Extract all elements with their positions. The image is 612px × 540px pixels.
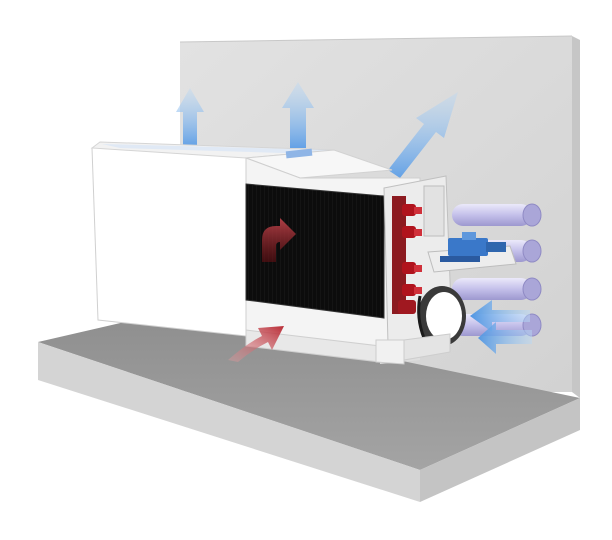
header-connector-1 bbox=[402, 204, 422, 216]
floor-slab bbox=[38, 312, 580, 502]
inlet-arrow-lower bbox=[478, 322, 532, 354]
header-connector-2 bbox=[402, 226, 422, 238]
outlet-arrow-left bbox=[176, 88, 204, 146]
outlet-arrow-right bbox=[388, 92, 458, 178]
pipe-1 bbox=[452, 203, 542, 227]
control-valve bbox=[427, 232, 517, 273]
fan-inlet-ring bbox=[417, 286, 466, 346]
warm-air-arrow-inlet bbox=[228, 326, 284, 362]
unit-base bbox=[375, 333, 451, 365]
warm-air-arrow-coil bbox=[262, 218, 296, 262]
pipe-3 bbox=[452, 277, 542, 301]
outlet-arrow-middle bbox=[282, 82, 314, 148]
header-connector-4 bbox=[402, 284, 422, 296]
header-connector-3 bbox=[402, 262, 422, 274]
heat-exchanger-coil bbox=[245, 183, 385, 319]
inlet-arrow-upper bbox=[470, 300, 530, 332]
